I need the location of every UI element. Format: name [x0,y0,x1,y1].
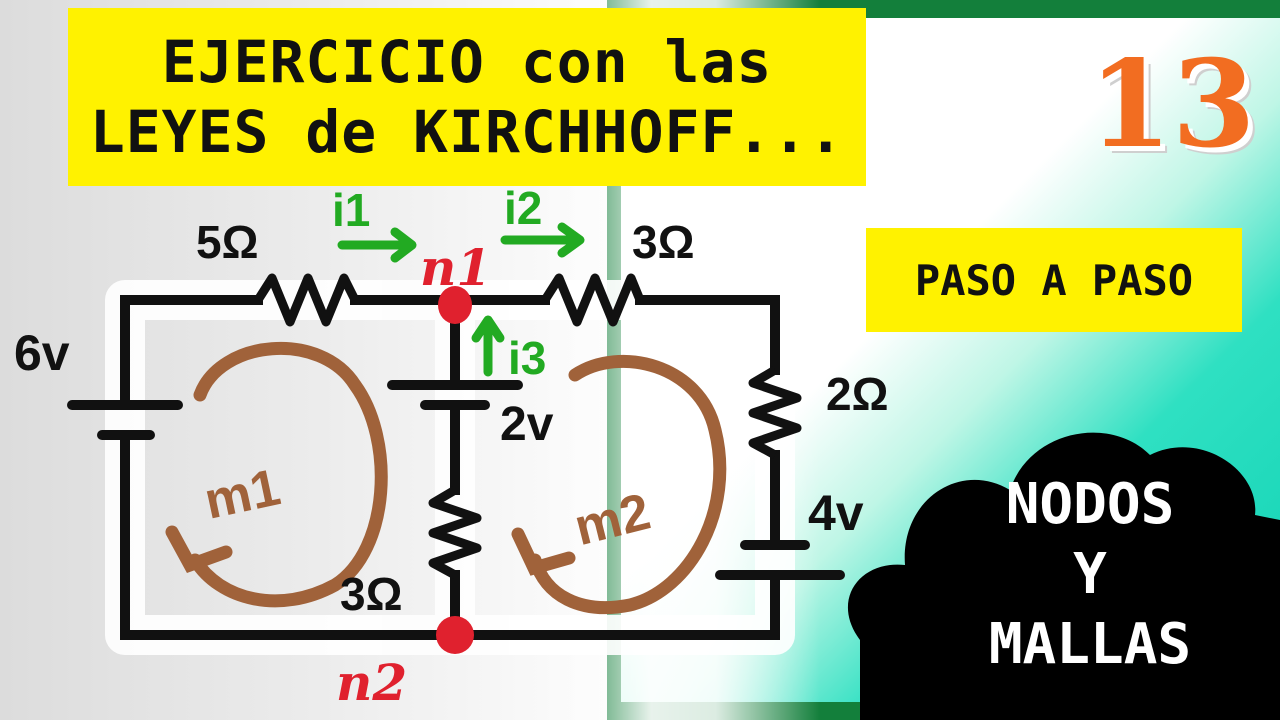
episode-number: 13 [1088,34,1256,175]
label-3-ohm-mid: 3Ω [340,568,402,620]
cloud-shape [847,432,1280,720]
label-i3: i3 [508,332,546,384]
resistor-right [748,366,802,459]
title-box: EJERCICIO con las LEYES de KIRCHHOFF... [68,8,866,186]
node-n1 [438,286,472,324]
resistor-top-right [541,273,645,327]
label-n2: n2 [336,653,407,712]
cloud-line-1: NODOS [1005,472,1175,537]
title-line-2: LEYES de KIRCHHOFF... [89,98,845,166]
title-line-1: EJERCICIO con las [161,28,773,96]
arrow-i1 [337,227,417,263]
label-n1: n1 [420,238,491,297]
cloud-line-3: MALLAS [988,612,1192,677]
label-5-ohm: 5Ω [196,216,258,268]
paso-a-paso-text: PASO A PASO [914,255,1194,305]
label-6v: 6v [14,325,70,381]
mesh-m1-loop [188,341,388,608]
label-m2: m2 [569,483,656,557]
mesh-m2-loop [528,354,727,615]
cloud-line-2: Y [1073,542,1107,607]
node-n2 [436,616,474,654]
arrow-i2 [500,222,585,258]
label-i2: i2 [504,182,542,234]
resistor-top-left [254,273,360,327]
cloud-text: NODOS Y MALLAS [930,470,1250,680]
arrow-i3 [471,315,505,377]
mesh-m1-arrowhead [165,525,233,574]
label-4v: 4v [808,485,864,541]
resistor-middle [428,486,482,579]
label-i1: i1 [332,184,370,236]
label-3-ohm-top: 3Ω [632,216,694,268]
paso-a-paso-badge: PASO A PASO [866,228,1242,332]
mesh-m2-arrowhead [511,527,576,576]
label-m1: m1 [200,458,286,530]
label-2-ohm: 2Ω [826,368,888,420]
label-2v: 2v [500,398,554,451]
